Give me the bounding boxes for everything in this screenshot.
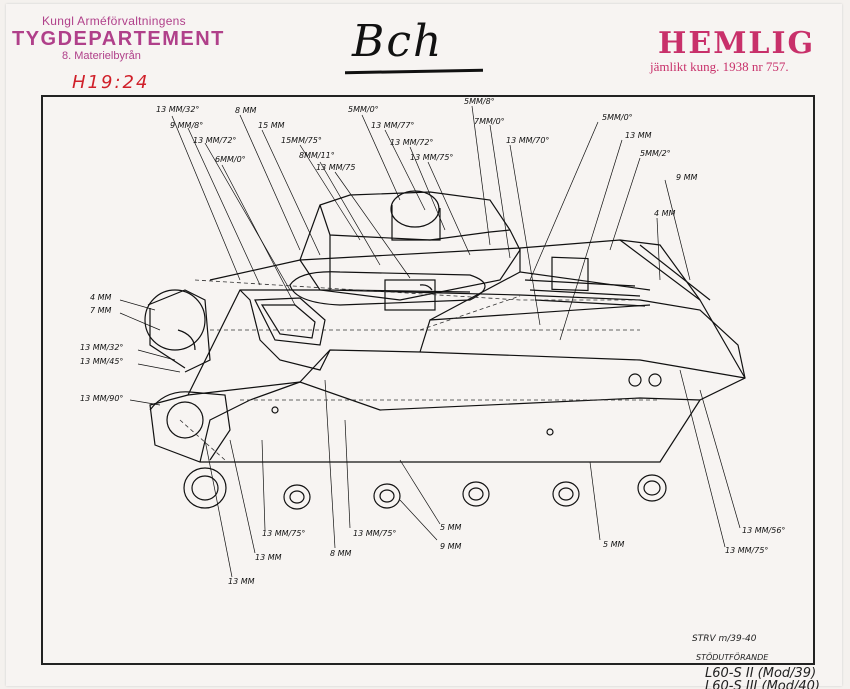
label-7mm-left: 7 MM <box>90 306 112 315</box>
label-5mm-bottom-2: 5 MM <box>603 540 625 549</box>
label-13mm-75-c: 13 MM/75° <box>262 529 305 538</box>
label-6mm-0: 6MM/0° <box>215 155 246 164</box>
label-13mm-77: 13 MM/77° <box>371 121 414 130</box>
label-8mm-top: 8 MM <box>235 106 257 115</box>
drawing-frame <box>41 95 815 665</box>
department-stamp-line3: 8. Materielbyrån <box>62 50 141 62</box>
tank-outline <box>144 190 746 510</box>
label-13mm-56: 13 MM/56° <box>742 526 785 535</box>
armor-labels: 13 MM/32° 9 MM/8° 13 MM/72° 6MM/0° 8 MM … <box>80 97 785 586</box>
label-5mm-bottom-1: 5 MM <box>440 523 462 532</box>
label-9mm-8: 9 MM/8° <box>170 121 203 130</box>
diagram-title: Bch <box>352 16 444 67</box>
label-13mm-72-a: 13 MM/72° <box>193 136 236 145</box>
label-13mm-75-d: 13 MM/75° <box>353 529 396 538</box>
department-stamp: Kungl Arméförvaltningens TYGDEPARTEMENT … <box>12 14 225 62</box>
caption-l60-s3: L60-S III (Mod/40) <box>705 679 820 689</box>
label-13mm-bottom-1: 13 MM <box>255 553 282 562</box>
label-13mm-72-b: 13 MM/72° <box>390 138 433 147</box>
label-9mm-bottom: 9 MM <box>440 542 462 551</box>
label-5mm-8: 5MM/8° <box>464 97 495 106</box>
paper-sheet <box>6 4 842 686</box>
label-13mm-32-left: 13 MM/32° <box>80 343 123 352</box>
label-13mm-75-a: 13 MM/75 <box>316 163 355 172</box>
department-stamp-line1: Kungl Arméförvaltningens <box>42 14 186 28</box>
caption-block: STRV m/39-40 STÖDUTFÖRANDE L60-S II (Mod… <box>692 634 820 689</box>
secret-stamp: HEMLIG jämlikt kung. 1938 nr 757. <box>650 26 815 75</box>
label-15mm-75: 15MM/75° <box>281 136 322 145</box>
label-13mm-75-b: 13 MM/75° <box>410 153 453 162</box>
caption-l60-s2: L60-S II (Mod/39) <box>705 666 816 681</box>
label-13mm-32-top: 13 MM/32° <box>156 105 199 114</box>
label-9mm-right: 9 MM <box>676 173 698 182</box>
label-8mm-11: 8MM/11° <box>299 151 335 160</box>
leader-lines <box>119 105 741 578</box>
label-4mm-left: 4 MM <box>90 293 112 302</box>
secret-stamp-line2: jämlikt kung. 1938 nr 757. <box>650 59 789 74</box>
label-13mm-bottom-2: 13 MM <box>228 577 255 586</box>
label-13mm-70: 13 MM/70° <box>506 136 549 145</box>
department-stamp-line2: TYGDEPARTEMENT <box>12 28 225 50</box>
label-7mm-0: 7MM/0° <box>474 117 505 126</box>
caption-model: STRV m/39-40 <box>692 634 757 644</box>
handwritten-code: H19:24 <box>72 72 150 93</box>
label-5mm-2: 5MM/2° <box>640 149 671 158</box>
label-5mm-0-b: 5MM/0° <box>602 113 633 122</box>
label-4mm-right: 4 MM <box>654 209 676 218</box>
label-13mm-right: 13 MM <box>625 131 652 140</box>
caption-variant: STÖDUTFÖRANDE <box>696 652 769 662</box>
road-wheels <box>183 467 667 510</box>
label-13mm-75-e: 13 MM/75° <box>725 546 768 555</box>
label-8mm-bottom: 8 MM <box>330 549 352 558</box>
hidden-lines <box>179 279 660 461</box>
label-5mm-0-a: 5MM/0° <box>348 105 379 114</box>
secret-stamp-line1: HEMLIG <box>658 26 816 61</box>
label-13mm-90: 13 MM/90° <box>80 394 123 403</box>
label-13mm-45: 13 MM/45° <box>80 357 123 366</box>
label-15mm: 15 MM <box>258 121 285 130</box>
